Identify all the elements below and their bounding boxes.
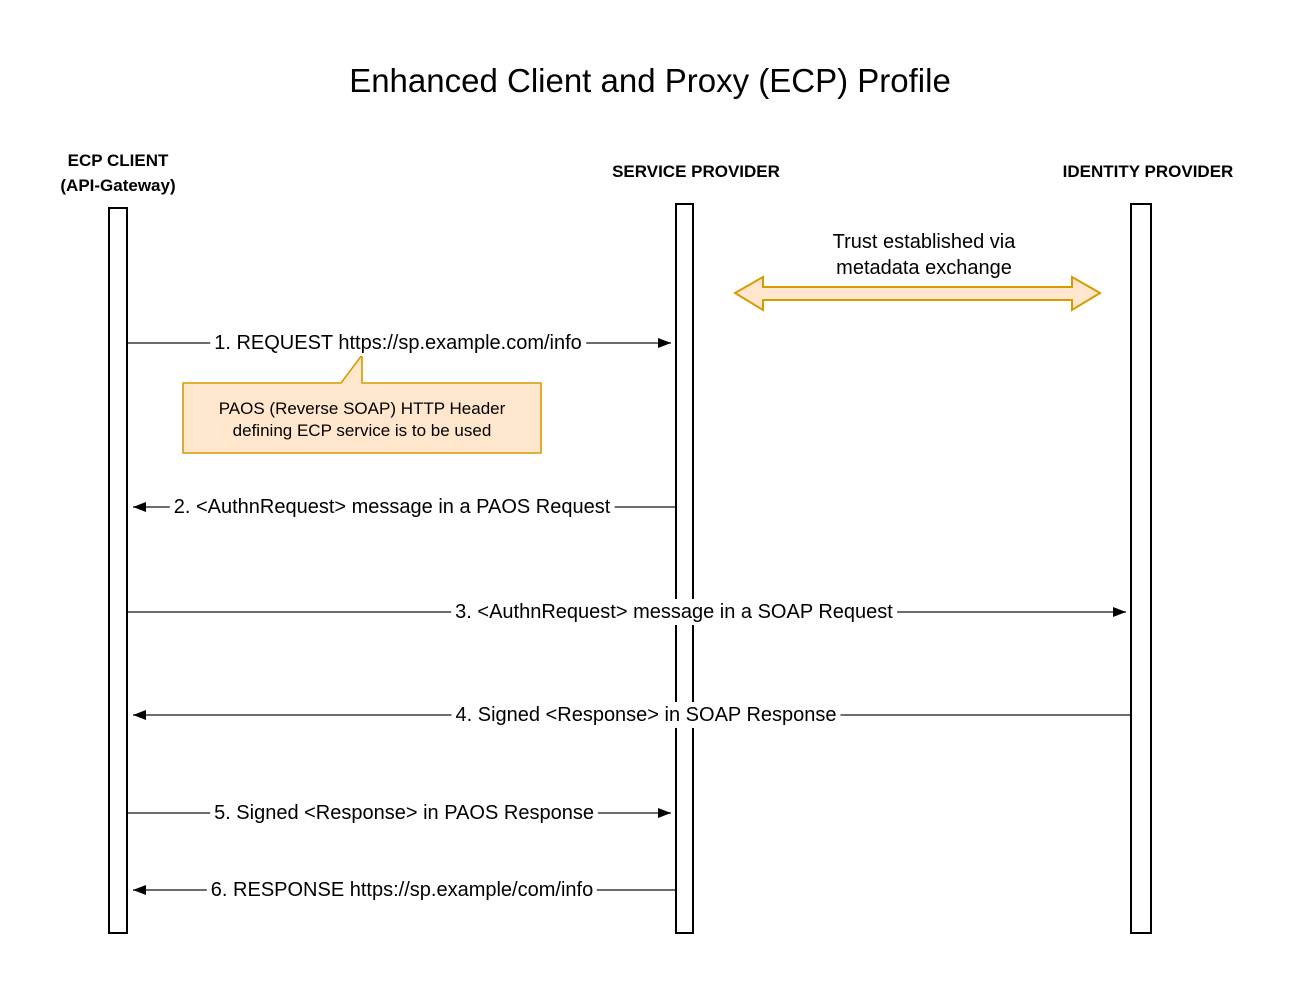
callout-note: PAOS (Reverse SOAP) HTTP Header defining…: [219, 398, 506, 442]
trust-double-arrow: [733, 275, 1102, 312]
message-label-5: 5. Signed <Response> in PAOS Response: [210, 800, 598, 826]
trust-note: Trust established via metadata exchange: [833, 229, 1016, 281]
lifeline-identity-provider: [1130, 203, 1152, 934]
callout-line1: PAOS (Reverse SOAP) HTTP Header: [218, 399, 506, 418]
message-label-3: 3. <AuthnRequest> message in a SOAP Requ…: [451, 599, 897, 625]
actor-name: IDENTITY PROVIDER: [1062, 162, 1234, 181]
trust-note-line1: Trust established via: [832, 231, 1016, 253]
message-label-4: 4. Signed <Response> in SOAP Response: [451, 702, 841, 728]
actor-subtitle: (API-Gateway): [60, 176, 176, 195]
diagram-title: Enhanced Client and Proxy (ECP) Profile: [349, 62, 951, 99]
callout-line2: defining ECP service is to be used: [232, 421, 492, 440]
message-label-1: 1. REQUEST https://sp.example.com/info: [210, 330, 586, 356]
lifeline-service-provider: [675, 203, 694, 934]
message-label-2: 2. <AuthnRequest> message in a PAOS Requ…: [169, 494, 615, 520]
actor-label-identity-provider: IDENTITY PROVIDER: [1063, 159, 1234, 184]
message-label-6: 6. RESPONSE https://sp.example/com/info: [206, 877, 598, 903]
actor-label-ecp-client: ECP CLIENT (API-Gateway): [60, 148, 175, 198]
actor-name: SERVICE PROVIDER: [612, 162, 780, 181]
lifeline-ecp-client: [108, 207, 128, 934]
actor-name: ECP CLIENT: [67, 151, 169, 170]
actor-label-service-provider: SERVICE PROVIDER: [612, 159, 780, 184]
trust-note-line2: metadata exchange: [836, 257, 1012, 279]
